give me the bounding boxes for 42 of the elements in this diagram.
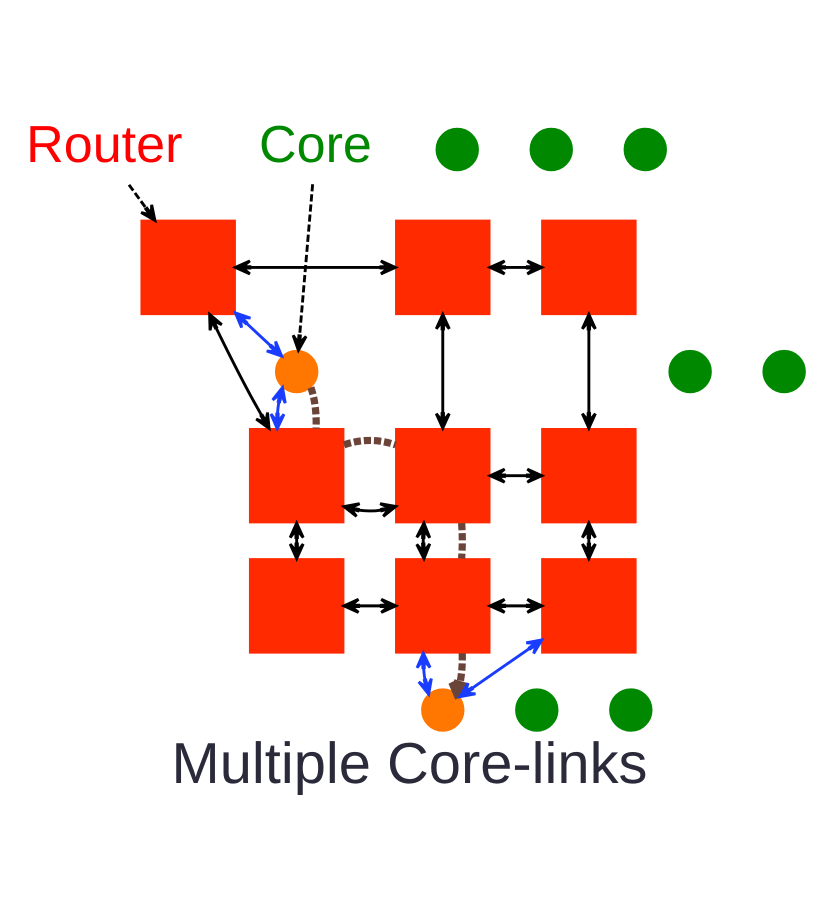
arrow [580,522,597,560]
arrow [288,522,305,560]
arrow [434,312,451,430]
node-box [395,558,490,654]
connector [342,436,397,448]
node-box [395,428,490,524]
node-box [140,220,236,316]
arrow [488,259,544,276]
node-box [541,558,637,654]
arrow [342,598,398,614]
caption: Multiple Core-links [172,732,648,796]
node-box [541,220,637,316]
arrow [292,184,314,352]
arrow [342,502,398,518]
node-circle [530,128,573,172]
node-circle [609,688,653,732]
arrow [415,522,432,560]
node-text: Core [259,116,372,174]
arrow [270,386,287,430]
node-box [541,428,637,524]
arrow [128,184,156,222]
node-circle [624,128,667,172]
node-circle [421,688,464,732]
arrow [488,598,544,614]
node-circle [436,128,479,172]
connector [458,522,466,559]
arrow [416,652,433,696]
arrow [488,468,544,484]
arrow [458,638,544,698]
node-text: Router [26,116,182,174]
node-box [248,558,344,654]
node-circle [668,350,712,394]
arrow [234,259,397,276]
node-box [248,428,344,524]
node-box [395,220,490,316]
connector [307,386,320,429]
arrow [580,312,597,430]
arrow [208,313,271,430]
node-circle [274,350,318,394]
arrow [234,312,284,358]
node-circle [762,350,806,394]
node-circle [515,688,558,732]
